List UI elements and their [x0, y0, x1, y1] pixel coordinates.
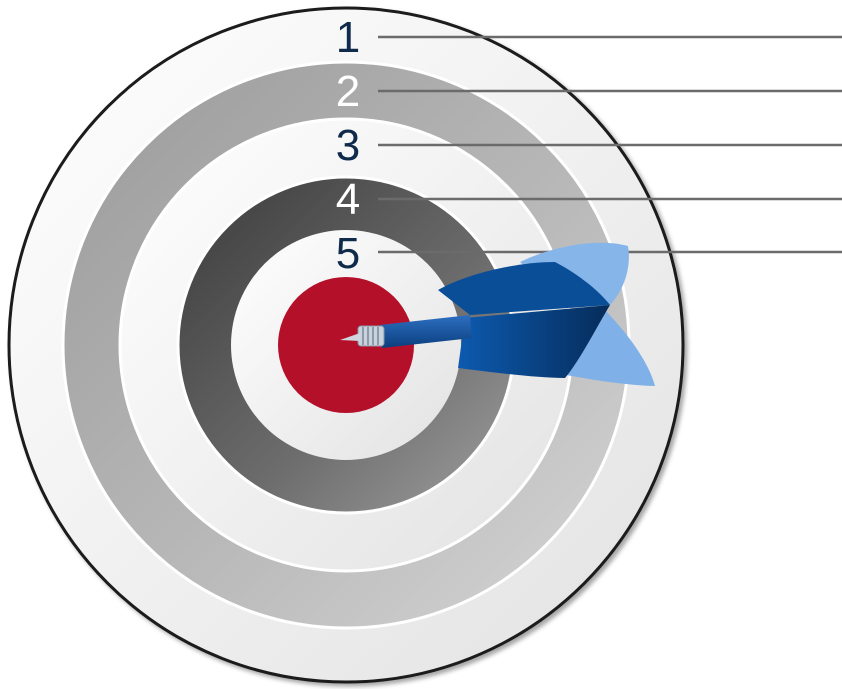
dart-barrel	[358, 326, 384, 346]
ring-label-1: 1	[336, 13, 360, 62]
ring-label-3: 3	[336, 121, 360, 170]
ring-label-5: 5	[336, 229, 360, 278]
ring-label-4: 4	[336, 175, 360, 224]
ring-label-2: 2	[336, 67, 360, 116]
